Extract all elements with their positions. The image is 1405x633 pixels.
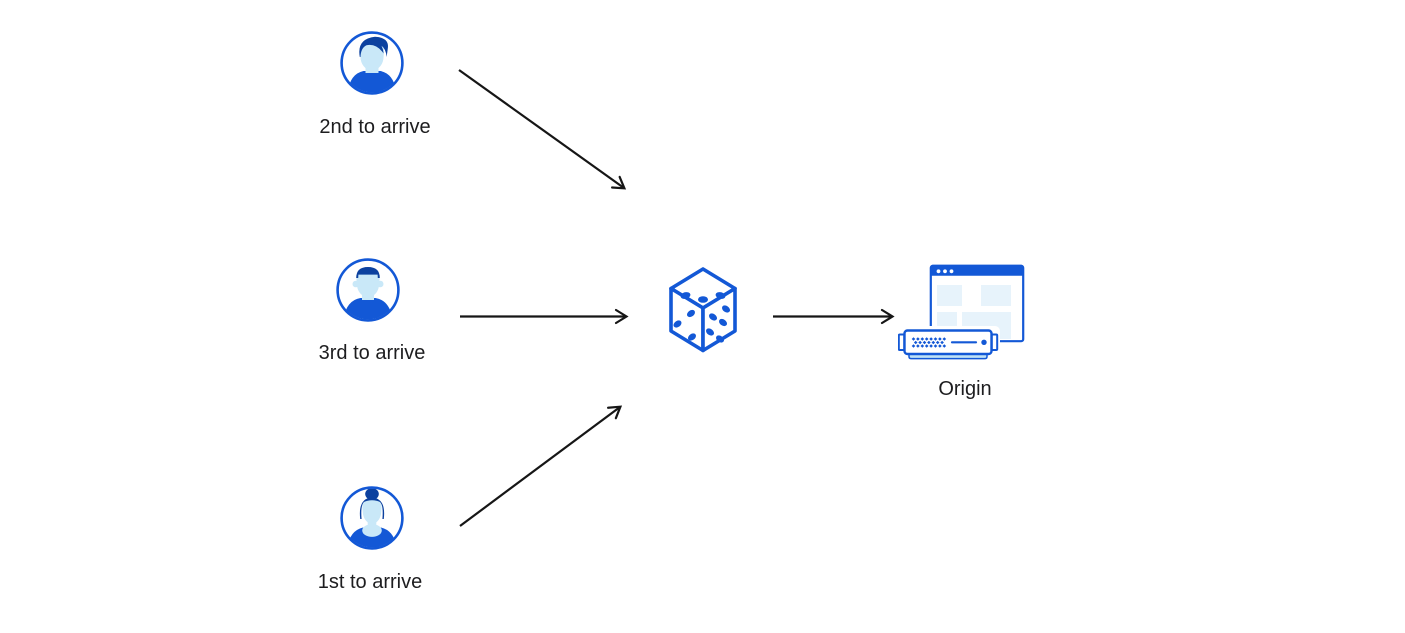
user-avatar-male-short-hair-icon xyxy=(336,258,400,322)
dice-icon xyxy=(669,267,737,353)
server-status-led xyxy=(981,339,987,345)
user-third-label: 3rd to arrive xyxy=(318,342,426,364)
origin-server-browser-icon xyxy=(898,264,1025,360)
arrow-first-to-dice xyxy=(459,405,623,527)
user-avatar-female-bun-icon xyxy=(340,486,404,550)
dice-pips xyxy=(673,292,731,343)
browser-window-dots xyxy=(936,269,954,274)
origin-label: Origin xyxy=(938,378,992,400)
origin-server xyxy=(898,326,1000,360)
user-avatar-male-swept-hair-icon xyxy=(340,31,404,95)
user-first-label: 1st to arrive xyxy=(317,571,423,593)
user-second-label: 2nd to arrive xyxy=(319,116,431,138)
server-vent-diamonds xyxy=(911,337,947,348)
arrow-second-to-dice xyxy=(458,69,627,190)
